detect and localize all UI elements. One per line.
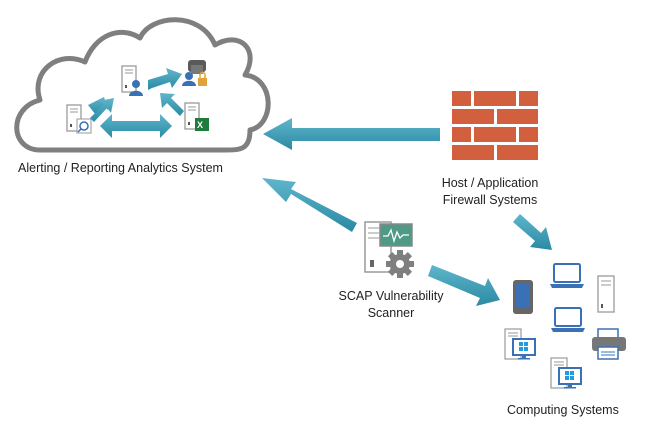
- user-phone-lock-icon: [182, 60, 207, 86]
- server-operator-icon: [121, 65, 143, 96]
- server-report-icon: [66, 104, 92, 134]
- cloud-arrow-up-right: [160, 93, 184, 116]
- firewall-label: Host / Application Firewall Systems: [425, 175, 555, 209]
- tablet-icon: [513, 280, 533, 314]
- scanner-icon: [364, 221, 414, 278]
- firewall-label-line2: Firewall Systems: [442, 193, 538, 207]
- laptop-icon-middle: [550, 307, 586, 333]
- scanner-label-line2: Scanner: [367, 306, 415, 320]
- scanner-label: SCAP Vulnerability Scanner: [325, 288, 457, 322]
- windows-pc-icon-bottom: [550, 357, 582, 390]
- laptop-icon-top: [549, 263, 585, 289]
- server-excel-icon: X: [184, 102, 209, 131]
- windows-pc-icon-left: [504, 328, 536, 361]
- printer-icon: [592, 328, 626, 360]
- analytics-system-label: Alerting / Reporting Analytics System: [18, 161, 223, 175]
- arrow-scanner-to-computing: [428, 265, 500, 306]
- cloud-arrow-up-left: [88, 97, 114, 122]
- arrow-firewall-to-computing: [513, 214, 552, 250]
- cloud-arrow-double: [100, 114, 172, 138]
- arrow-firewall-to-analytics: [263, 118, 440, 150]
- computing-systems-label: Computing Systems: [507, 403, 619, 417]
- scanner-label-line1: SCAP Vulnerability: [338, 289, 444, 303]
- arrow-scanner-to-analytics: [262, 178, 357, 232]
- firewall-icon: [452, 91, 538, 160]
- cloud-arrow-right: [148, 68, 182, 90]
- svg-text:X: X: [197, 120, 203, 130]
- tower-pc-icon: [597, 275, 615, 313]
- firewall-label-line1: Host / Application: [441, 176, 539, 190]
